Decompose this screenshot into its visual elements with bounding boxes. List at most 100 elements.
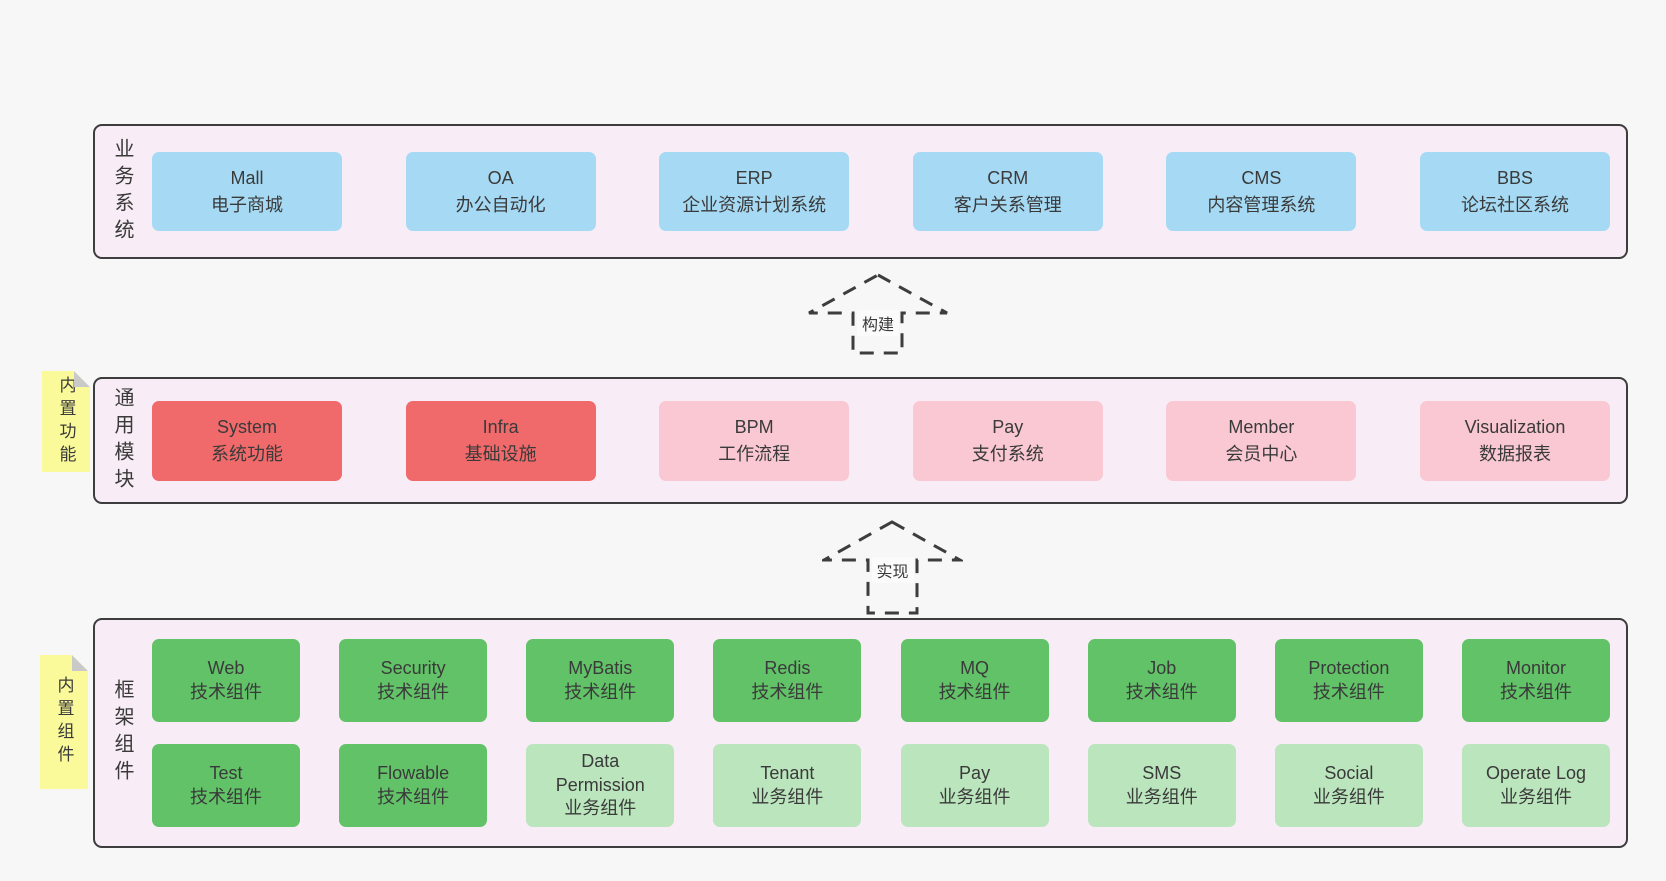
box-subtitle: 技术组件 xyxy=(1312,681,1385,702)
box-title: Monitor xyxy=(1505,657,1566,678)
diagram-box-redis: Redis 技术组件 xyxy=(713,639,862,722)
box-title: Pay xyxy=(992,416,1024,437)
diagram-box-infra: Infra 基础设施 xyxy=(405,400,596,481)
sticky-note-built-in-components: 内置组件 xyxy=(40,655,88,789)
diagram-box-job: Job 技术组件 xyxy=(1087,639,1236,722)
box-title: MyBatis xyxy=(568,657,633,678)
box-title: CRM xyxy=(987,167,1029,188)
box-subtitle: 工作流程 xyxy=(718,443,791,464)
box-subtitle: 客户关系管理 xyxy=(953,194,1062,215)
box-subtitle: 技术组件 xyxy=(938,681,1011,702)
box-subtitle: 技术组件 xyxy=(1499,681,1572,702)
box-title: OA xyxy=(487,167,514,188)
diagram-box-cms: CMS 内容管理系统 xyxy=(1166,152,1357,231)
box-subtitle: 论坛社区系统 xyxy=(1460,194,1569,215)
sticky-note-label: 内置功能 xyxy=(56,375,76,468)
folded-corner-icon xyxy=(72,655,88,671)
box-title: Infra xyxy=(482,416,519,437)
box-subtitle: 技术组件 xyxy=(190,681,262,702)
box-title: Mall xyxy=(230,167,264,188)
diagram-box-operate-log: Operate Log 业务组件 xyxy=(1461,744,1610,827)
box-title: Redis xyxy=(764,657,811,678)
arrow-build-label: 构建 xyxy=(856,310,900,336)
box-subtitle: 业务组件 xyxy=(1499,786,1572,807)
box-title: ERP xyxy=(735,167,773,188)
band-boxes-modules: System 系统功能 Infra 基础设施 BPM 工作流程 Pay 支付系统 Member 会… xyxy=(152,379,1610,502)
folded-corner-icon xyxy=(74,371,90,387)
box-subtitle: 办公自动化 xyxy=(455,194,546,215)
diagram-box-pay: Pay 支付系统 xyxy=(912,400,1103,481)
sticky-note-built-in-features: 内置功能 xyxy=(42,371,90,472)
box-subtitle: 技术组件 xyxy=(377,681,450,702)
diagram-box-system: System 系统功能 xyxy=(152,400,342,481)
box-subtitle: 数据报表 xyxy=(1478,443,1551,464)
box-title: Data Permission xyxy=(555,750,645,795)
diagram-box-monitor: Monitor 技术组件 xyxy=(1461,639,1610,722)
box-subtitle: 系统功能 xyxy=(211,443,283,464)
band-label-common-modules: 通用模块 xyxy=(111,386,133,495)
diagram-box-crm: CRM 客户关系管理 xyxy=(912,152,1103,231)
diagram-box-web: Web 技术组件 xyxy=(152,639,300,722)
diagram-box-protection: Protection 技术组件 xyxy=(1274,639,1423,722)
box-subtitle: 基础设施 xyxy=(464,443,537,464)
diagram-box-social: Social 业务组件 xyxy=(1274,744,1423,827)
arrow-implement-label: 实现 xyxy=(871,557,914,583)
box-title: MQ xyxy=(960,657,990,678)
box-title: CMS xyxy=(1241,167,1282,188)
box-subtitle: 业务组件 xyxy=(1312,786,1385,807)
box-title: Operate Log xyxy=(1485,762,1587,783)
diagram-box-oa: OA 办公自动化 xyxy=(405,152,596,231)
box-subtitle: 技术组件 xyxy=(751,681,824,702)
box-title: System xyxy=(216,416,277,437)
diagram-box-flowable: Flowable 技术组件 xyxy=(339,744,488,827)
arrow-build: 构建 xyxy=(806,272,950,356)
sticky-note-label: 内置组件 xyxy=(54,676,74,768)
box-title: Tenant xyxy=(760,762,815,783)
box-title: Test xyxy=(209,762,243,783)
box-title: Social xyxy=(1324,762,1374,783)
box-subtitle: 业务组件 xyxy=(1125,786,1198,807)
arrow-implement: 实现 xyxy=(822,519,963,616)
band-label-business-systems: 业务系统 xyxy=(111,137,133,246)
box-subtitle: 内容管理系统 xyxy=(1207,194,1316,215)
box-subtitle: 会员中心 xyxy=(1225,443,1298,464)
box-title: Visualization xyxy=(1464,416,1566,437)
diagram-box-erp: ERP 企业资源计划系统 xyxy=(659,152,850,231)
box-title: Pay xyxy=(959,762,991,783)
box-title: Member xyxy=(1228,416,1295,437)
band-common-modules: 通用模块 System 系统功能 Infra 基础设施 BPM 工作流程 Pay 支付系统 Me… xyxy=(93,377,1628,504)
box-title: Protection xyxy=(1308,657,1390,678)
diagram-row: System 系统功能 Infra 基础设施 BPM 工作流程 Pay 支付系统 Member 会… xyxy=(152,400,1610,481)
box-subtitle: 技术组件 xyxy=(377,786,450,807)
box-title: Web xyxy=(207,657,245,678)
box-subtitle: 技术组件 xyxy=(1125,681,1198,702)
box-subtitle: 业务组件 xyxy=(751,786,824,807)
diagram-box-pay: Pay 业务组件 xyxy=(900,744,1049,827)
box-subtitle: 支付系统 xyxy=(971,443,1044,464)
box-title: Flowable xyxy=(377,762,450,783)
diagram-box-sms: SMS 业务组件 xyxy=(1087,744,1236,827)
band-label-framework-components: 框架组件 xyxy=(111,679,133,787)
box-title: SMS xyxy=(1142,762,1182,783)
dashed-up-arrow-icon xyxy=(808,273,948,355)
diagram-box-mq: MQ 技术组件 xyxy=(900,639,1049,722)
diagram-box-tenant: Tenant 业务组件 xyxy=(713,744,862,827)
box-subtitle: 业务组件 xyxy=(938,786,1011,807)
diagram-box-visualization: Visualization 数据报表 xyxy=(1419,400,1610,481)
box-title: Job xyxy=(1147,657,1177,678)
diagram-box-bpm: BPM 工作流程 xyxy=(659,400,850,481)
box-subtitle: 企业资源计划系统 xyxy=(682,194,827,215)
box-title: BPM xyxy=(734,416,774,437)
